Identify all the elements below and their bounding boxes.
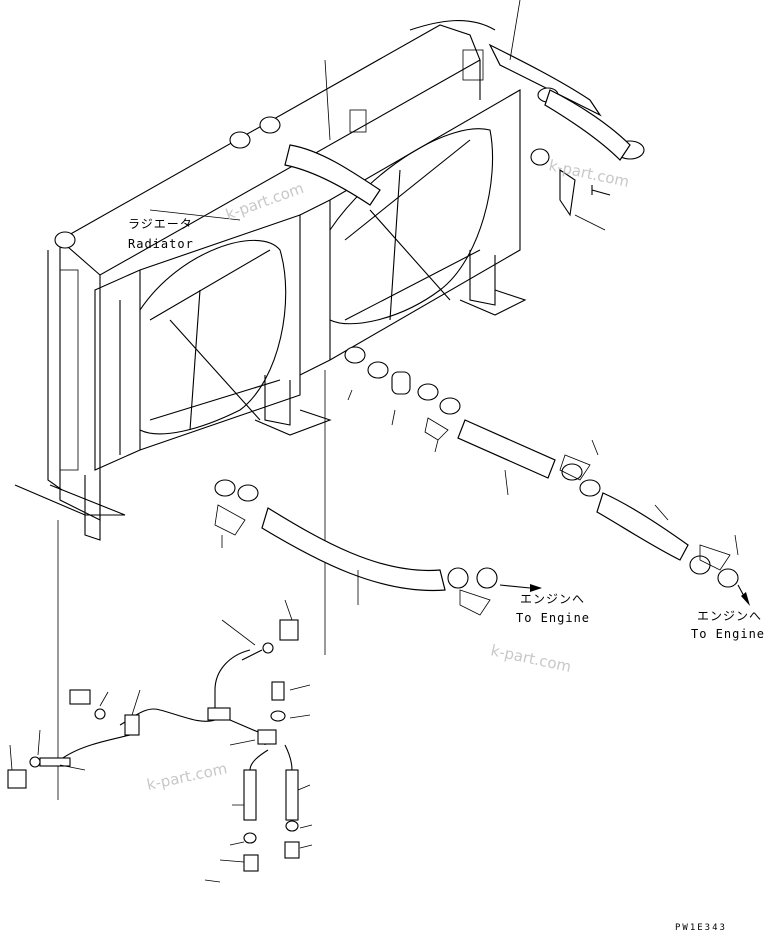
radiator-label-jp: ラジエータ bbox=[128, 217, 193, 231]
upper-hose-assembly bbox=[344, 346, 750, 606]
to-engine-label-jp-1: エンジンへ bbox=[520, 592, 585, 606]
watermark-4: k-part.com bbox=[145, 759, 229, 794]
radiator-label-en: Radiator bbox=[128, 237, 194, 251]
leader-lines bbox=[57, 0, 521, 800]
watermark-3: k-part.com bbox=[489, 641, 573, 676]
lower-hose-assembly bbox=[214, 479, 542, 616]
to-engine-label-en-2: To Engine bbox=[691, 627, 765, 641]
drain-line-assembly bbox=[7, 599, 313, 883]
drawing-code: PW1E343 bbox=[675, 923, 727, 933]
to-engine-label-jp-2: エンジンへ bbox=[697, 609, 762, 623]
radiator-assembly bbox=[14, 20, 645, 541]
to-engine-label-en-1: To Engine bbox=[516, 611, 590, 625]
